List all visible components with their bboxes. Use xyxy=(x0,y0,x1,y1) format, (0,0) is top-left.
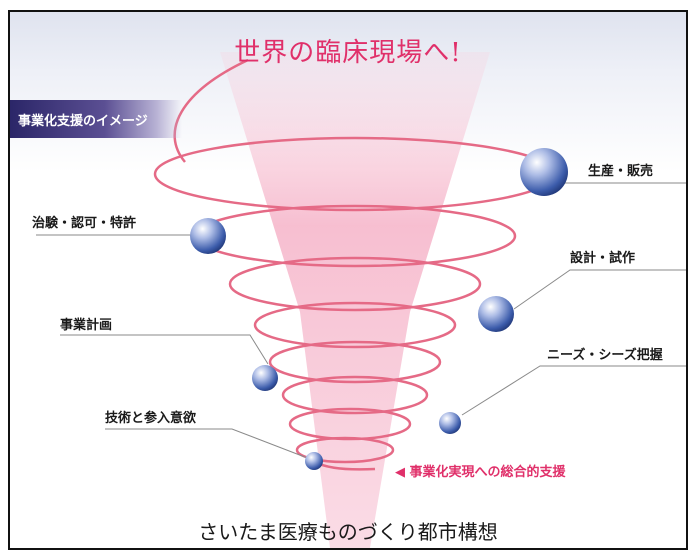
image-banner-label: 事業化支援のイメージ xyxy=(18,114,148,129)
main-title: 世界の臨床現場へ! xyxy=(234,38,462,68)
comprehensive-support-label: ◀ 事業化実現への総合的支援 xyxy=(395,465,566,480)
sphere-tech xyxy=(305,452,323,470)
spiral-coil xyxy=(228,256,482,312)
stage-label-business-plan: 事業計画 xyxy=(60,318,113,333)
stage-label-clinical-trial: 治験・認可・特許 xyxy=(32,216,137,231)
stage-label-needs-seeds: ニーズ・シーズ把握 xyxy=(547,348,663,363)
image-banner: 事業化支援のイメージ xyxy=(10,100,182,138)
spiral-coil xyxy=(253,301,457,349)
sphere-business xyxy=(252,365,278,391)
funnel-cone xyxy=(220,52,490,548)
leader-line xyxy=(461,365,686,416)
stage-label-tech-participation: 技術と参入意欲 xyxy=(105,411,197,426)
spiral-coil xyxy=(281,375,429,415)
spiral-coil xyxy=(295,436,395,464)
leader-lines xyxy=(36,182,686,460)
funnel-graphic xyxy=(36,52,686,548)
sphere-needs xyxy=(439,412,461,434)
stage-label-production-sales: 生産・販売 xyxy=(588,164,654,179)
sphere-clinical xyxy=(190,218,226,254)
spiral xyxy=(153,58,557,471)
leader-line xyxy=(513,269,686,310)
leader-line xyxy=(60,334,269,365)
spiral-coil xyxy=(268,340,442,384)
leader-line xyxy=(105,428,311,460)
stage-label-design-prototype: 設計・試作 xyxy=(570,251,636,266)
bottom-title: さいたま医療ものづくり都市構想 xyxy=(198,520,498,544)
sphere-design xyxy=(478,296,514,332)
diagram-frame: 世界の臨床現場へ! 事業化支援のイメージ 生産・販売 治験・認可・特許 設計・試… xyxy=(8,10,688,550)
sphere-production xyxy=(520,148,568,196)
